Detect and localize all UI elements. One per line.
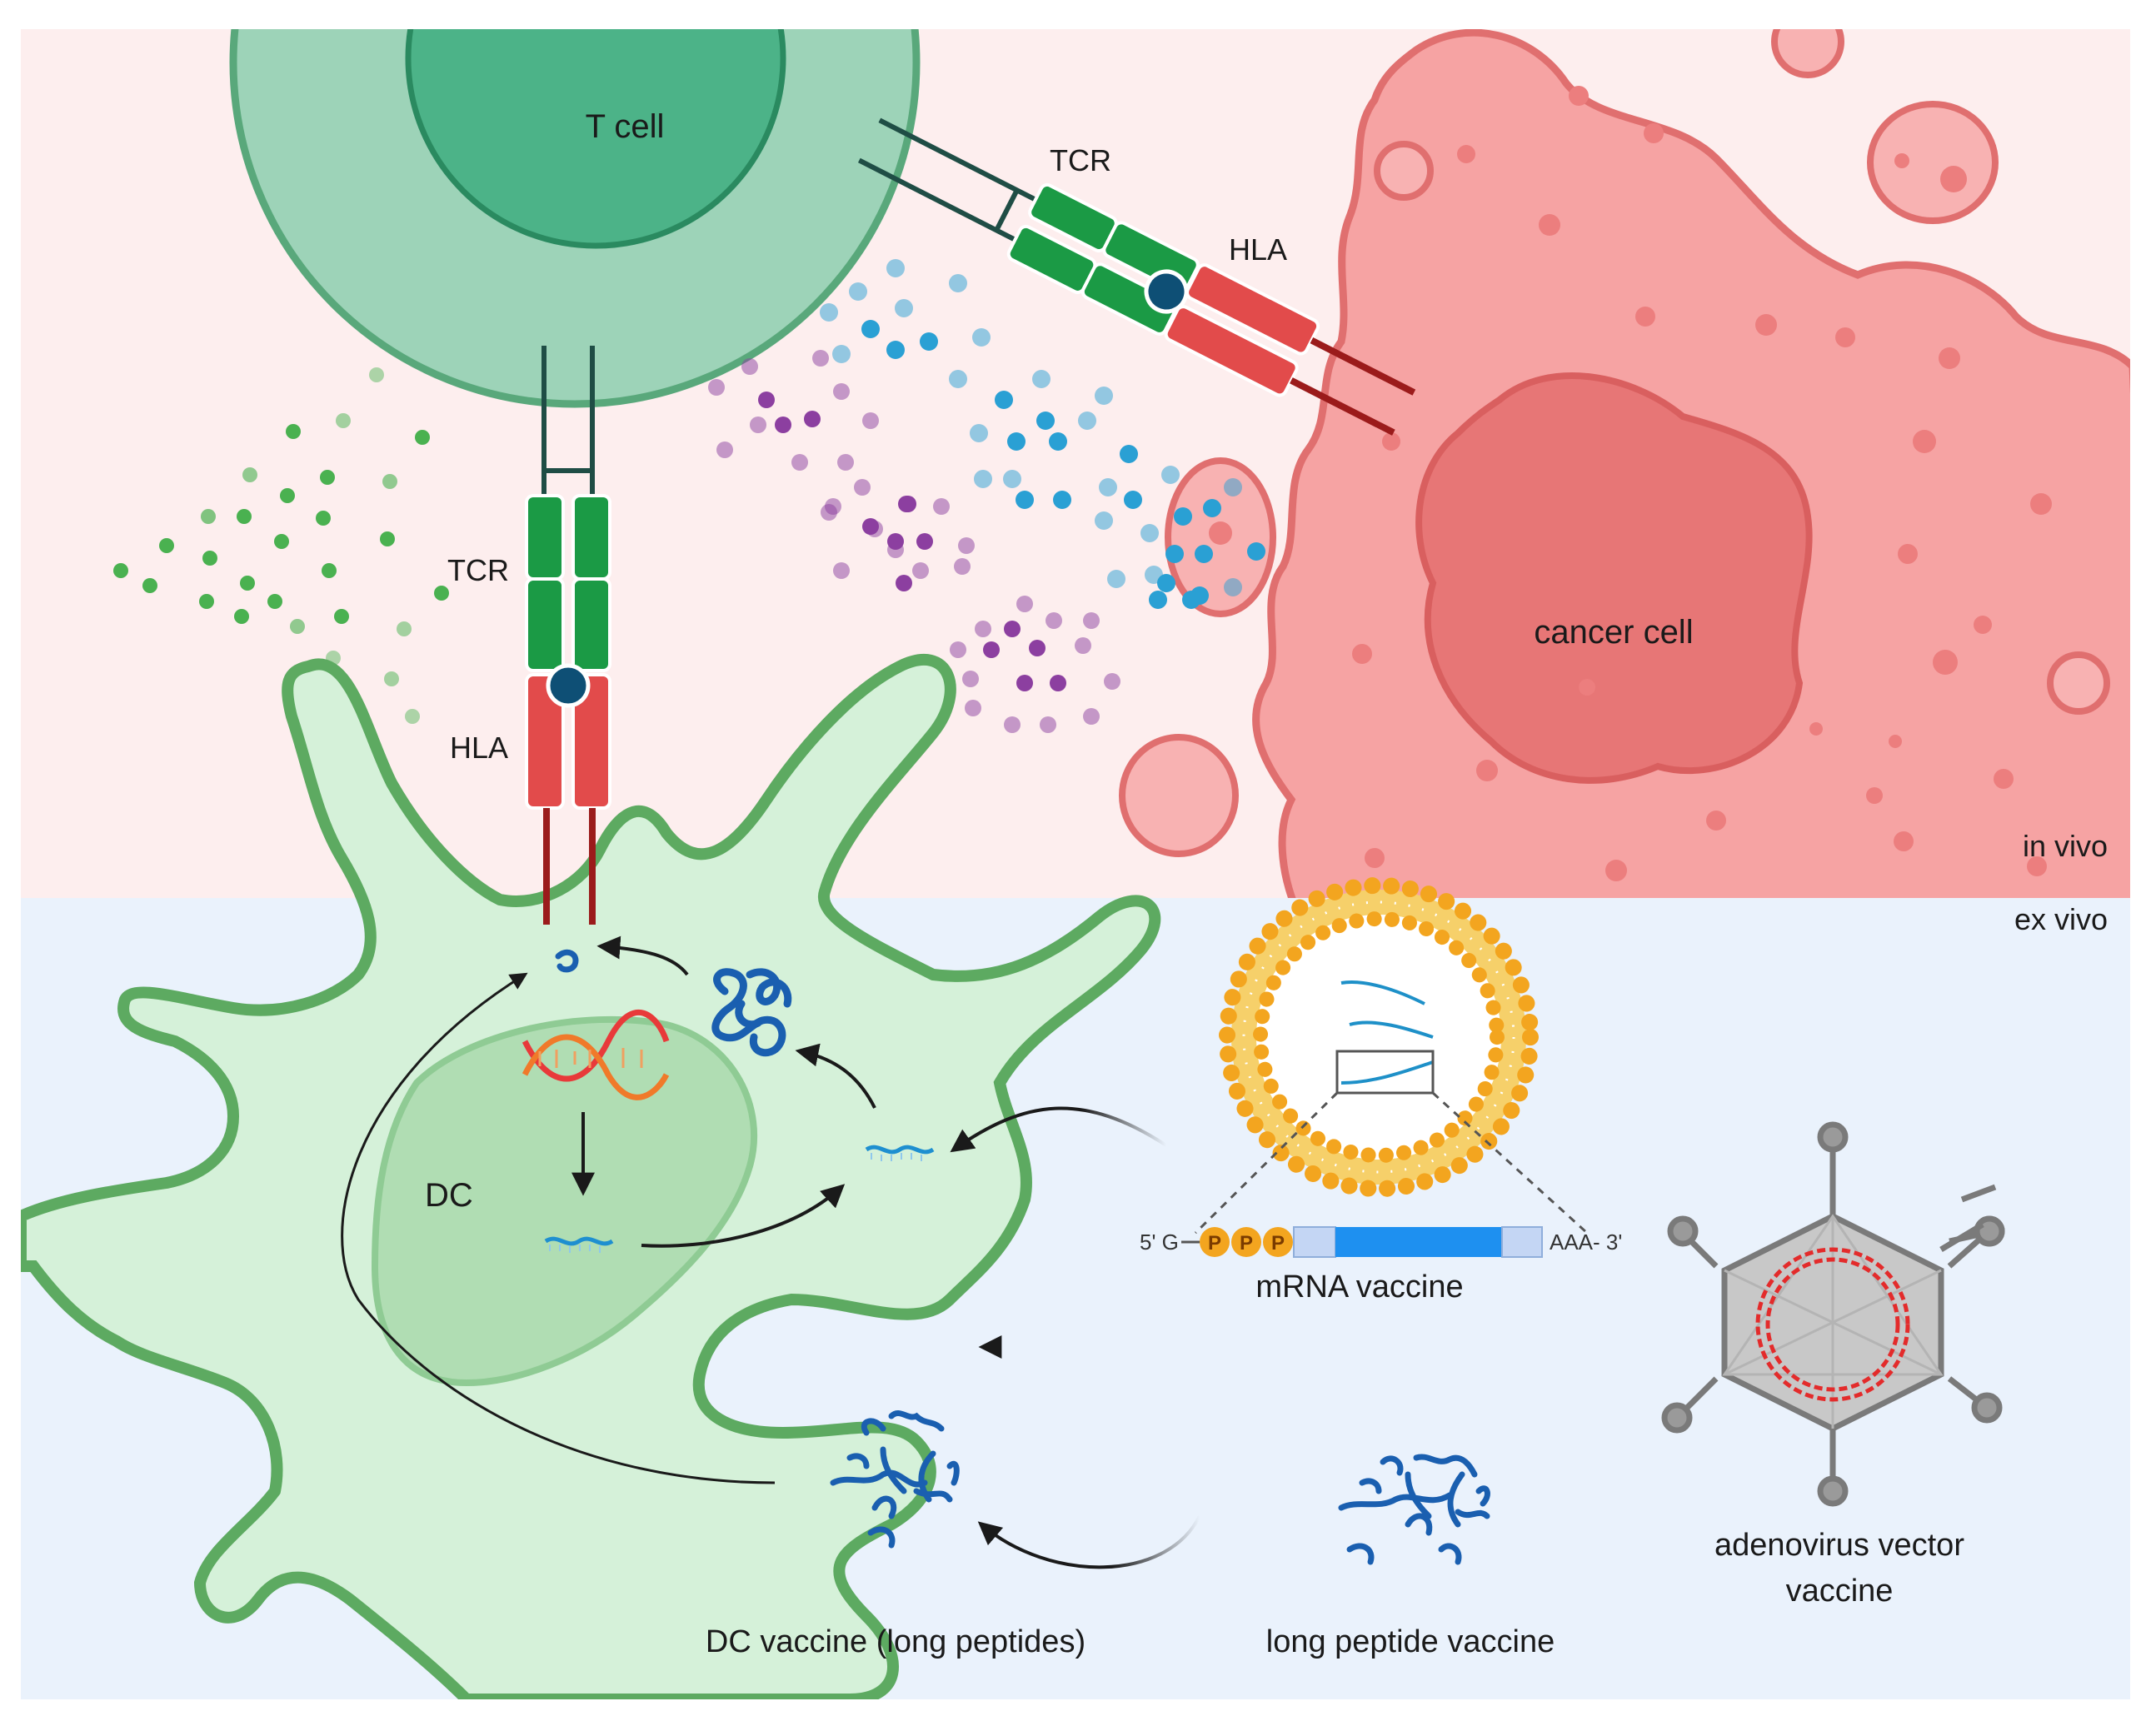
svg-text:P: P <box>1240 1232 1253 1255</box>
tcr-hla-complex-icon <box>525 346 611 925</box>
long-peptide-icon <box>1338 1454 1490 1565</box>
hla-label-left: HLA <box>450 731 508 765</box>
tcr-hla-complex-icon <box>857 117 1416 436</box>
dc-vaccine-label: DC vaccine (long peptides) <box>706 1624 1085 1659</box>
tcr-label-top: TCR <box>1050 143 1111 177</box>
arrow-icon <box>950 1106 1168 1153</box>
cytokine-dots-icon <box>113 259 1265 733</box>
dc-label: DC <box>425 1177 473 1214</box>
t-cell-icon <box>229 29 921 408</box>
mrna-5prime-label: 5' G <box>1140 1230 1179 1255</box>
mrna-construct-icon: 5' G P P P AAA- 3' <box>1140 1226 1622 1258</box>
hla-label-top: HLA <box>1229 232 1287 267</box>
mrna-3prime-label: AAA- 3' <box>1550 1230 1622 1255</box>
mrna-strand-icon <box>865 1145 935 1161</box>
peptide-fragment-icon <box>555 949 579 973</box>
adenovirus-label-line2: vaccine <box>1786 1574 1894 1609</box>
ex-vivo-label: ex vivo <box>2014 902 2108 936</box>
adenovirus-capsid-icon <box>1661 1121 2005 1507</box>
mrna-vaccine-label: mRNA vaccine <box>1255 1270 1463 1304</box>
adenovirus-label-line1: adenovirus vector <box>1714 1528 1964 1563</box>
svg-text:P: P <box>1271 1232 1285 1255</box>
arrow-icon <box>977 1515 1201 1569</box>
tcr-label-left: TCR <box>447 553 509 587</box>
mrna-strand-icon <box>544 1236 614 1253</box>
arrow-icon <box>341 935 876 1484</box>
lipid-nanoparticle-icon <box>1219 877 1539 1197</box>
svg-text:P: P <box>1208 1232 1221 1255</box>
in-vivo-label: in vivo <box>2023 829 2108 863</box>
dna-helix-icon <box>522 1009 670 1100</box>
cancer-cell-label: cancer cell <box>1534 614 1693 651</box>
folded-protein-icon <box>711 968 792 1057</box>
long-peptide-icon <box>830 1410 960 1549</box>
long-peptide-vaccine-label: long peptide vaccine <box>1266 1624 1555 1659</box>
t-cell-label: T cell <box>586 108 665 145</box>
cancer-cell-icon <box>1119 29 2130 898</box>
